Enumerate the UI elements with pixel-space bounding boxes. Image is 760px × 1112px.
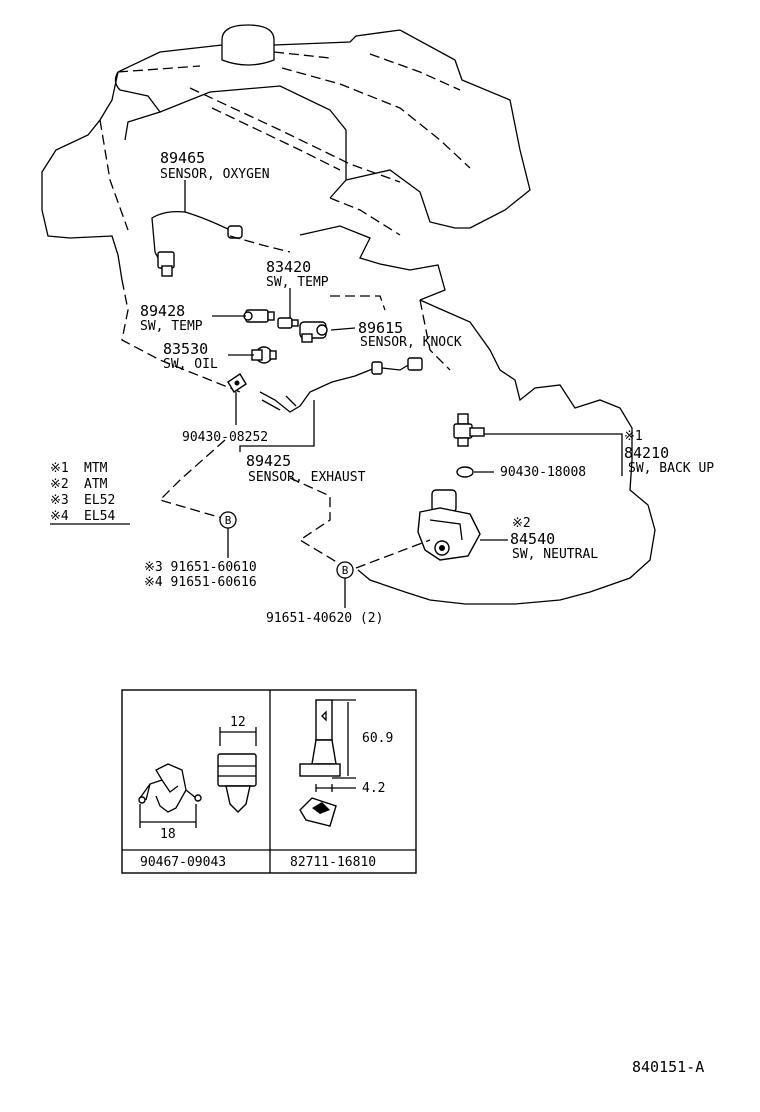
temp-switch-top-name: SW, TEMP xyxy=(266,275,329,290)
svg-text:EL52: EL52 xyxy=(84,493,115,508)
neutral-switch-name: SW, NEUTRAL xyxy=(512,547,598,562)
knock-sensor-icon xyxy=(299,321,328,343)
svg-text:※3: ※3 xyxy=(50,493,69,508)
inset-right-part-number: 82711-16810 xyxy=(290,855,376,870)
backup-gasket-number: 90430-18008 xyxy=(500,465,586,480)
knock-sensor-name: SENSOR, KNOCK xyxy=(360,335,462,350)
temp-switch-left-icon xyxy=(243,309,275,323)
inset-left-dim-top: 12 xyxy=(230,715,246,730)
neutral-switch-mark: ※2 xyxy=(512,516,531,531)
oxygen-sensor-number: 89465 xyxy=(160,149,205,167)
bolt-a-line1: ※3 91651-60610 xyxy=(144,560,257,575)
oil-switch-name: SW, OIL xyxy=(163,357,218,372)
oil-gasket-number: 90430-08252 xyxy=(182,430,268,445)
oxygen-sensor-name: SENSOR, OXYGEN xyxy=(160,167,270,182)
oil-gasket-icon xyxy=(227,373,247,393)
engine-outline xyxy=(41,24,656,605)
diagram-id: 840151-A xyxy=(632,1058,704,1076)
bolt-a-line2: ※4 91651-60616 xyxy=(144,575,257,590)
exhaust-sensor-number: 89425 xyxy=(246,452,291,470)
backup-switch-mark: ※1 xyxy=(624,429,643,444)
terminal-icon xyxy=(299,699,341,827)
inset-right-dim-width: 4.2 xyxy=(362,781,385,796)
oxygen-sensor-icon xyxy=(151,200,243,277)
leader-lines xyxy=(184,180,623,608)
neutral-switch-icon xyxy=(417,489,481,561)
clip-icon xyxy=(138,753,257,813)
temp-switch-left-number: 89428 xyxy=(140,302,185,320)
inset-box: 12 18 60.9 4.2 90467-09043 82711-16810 xyxy=(121,689,417,874)
backup-gasket-icon xyxy=(456,466,474,478)
legend: ※1 MTM ※2 ATM ※3 EL52 ※4 EL54 xyxy=(50,461,130,525)
svg-text:MTM: MTM xyxy=(84,461,108,476)
temp-switch-top-icon xyxy=(277,317,299,329)
temp-switch-top-number: 83420 xyxy=(266,258,311,276)
bolt-b-number: 91651-40620 (2) xyxy=(266,611,383,626)
neutral-switch-number: 84540 xyxy=(510,530,555,548)
svg-text:B: B xyxy=(342,564,349,577)
svg-text:※2: ※2 xyxy=(50,477,69,492)
callout-b-1: B xyxy=(219,511,237,529)
svg-text:ATM: ATM xyxy=(84,477,108,492)
svg-text:※1: ※1 xyxy=(50,461,69,476)
inset-left-part-number: 90467-09043 xyxy=(140,855,226,870)
backup-switch-number: 84210 xyxy=(624,444,669,462)
temp-switch-left-name: SW, TEMP xyxy=(140,319,203,334)
backup-switch-name: SW, BACK UP xyxy=(628,461,714,476)
oil-switch-icon xyxy=(251,346,277,364)
inset-left-dim-bottom: 18 xyxy=(160,827,176,842)
oil-switch-number: 83530 xyxy=(163,340,208,358)
svg-text:EL54: EL54 xyxy=(84,509,115,524)
svg-text:※4: ※4 xyxy=(50,509,69,524)
svg-text:B: B xyxy=(225,514,232,527)
exhaust-sensor-icon xyxy=(259,357,423,413)
knock-sensor-number: 89615 xyxy=(358,319,403,337)
backup-switch-icon xyxy=(453,413,485,447)
callout-b-2: B xyxy=(336,561,354,579)
exhaust-sensor-name: SENSOR, EXHAUST xyxy=(248,470,366,485)
inset-right-dim-height: 60.9 xyxy=(362,731,393,746)
